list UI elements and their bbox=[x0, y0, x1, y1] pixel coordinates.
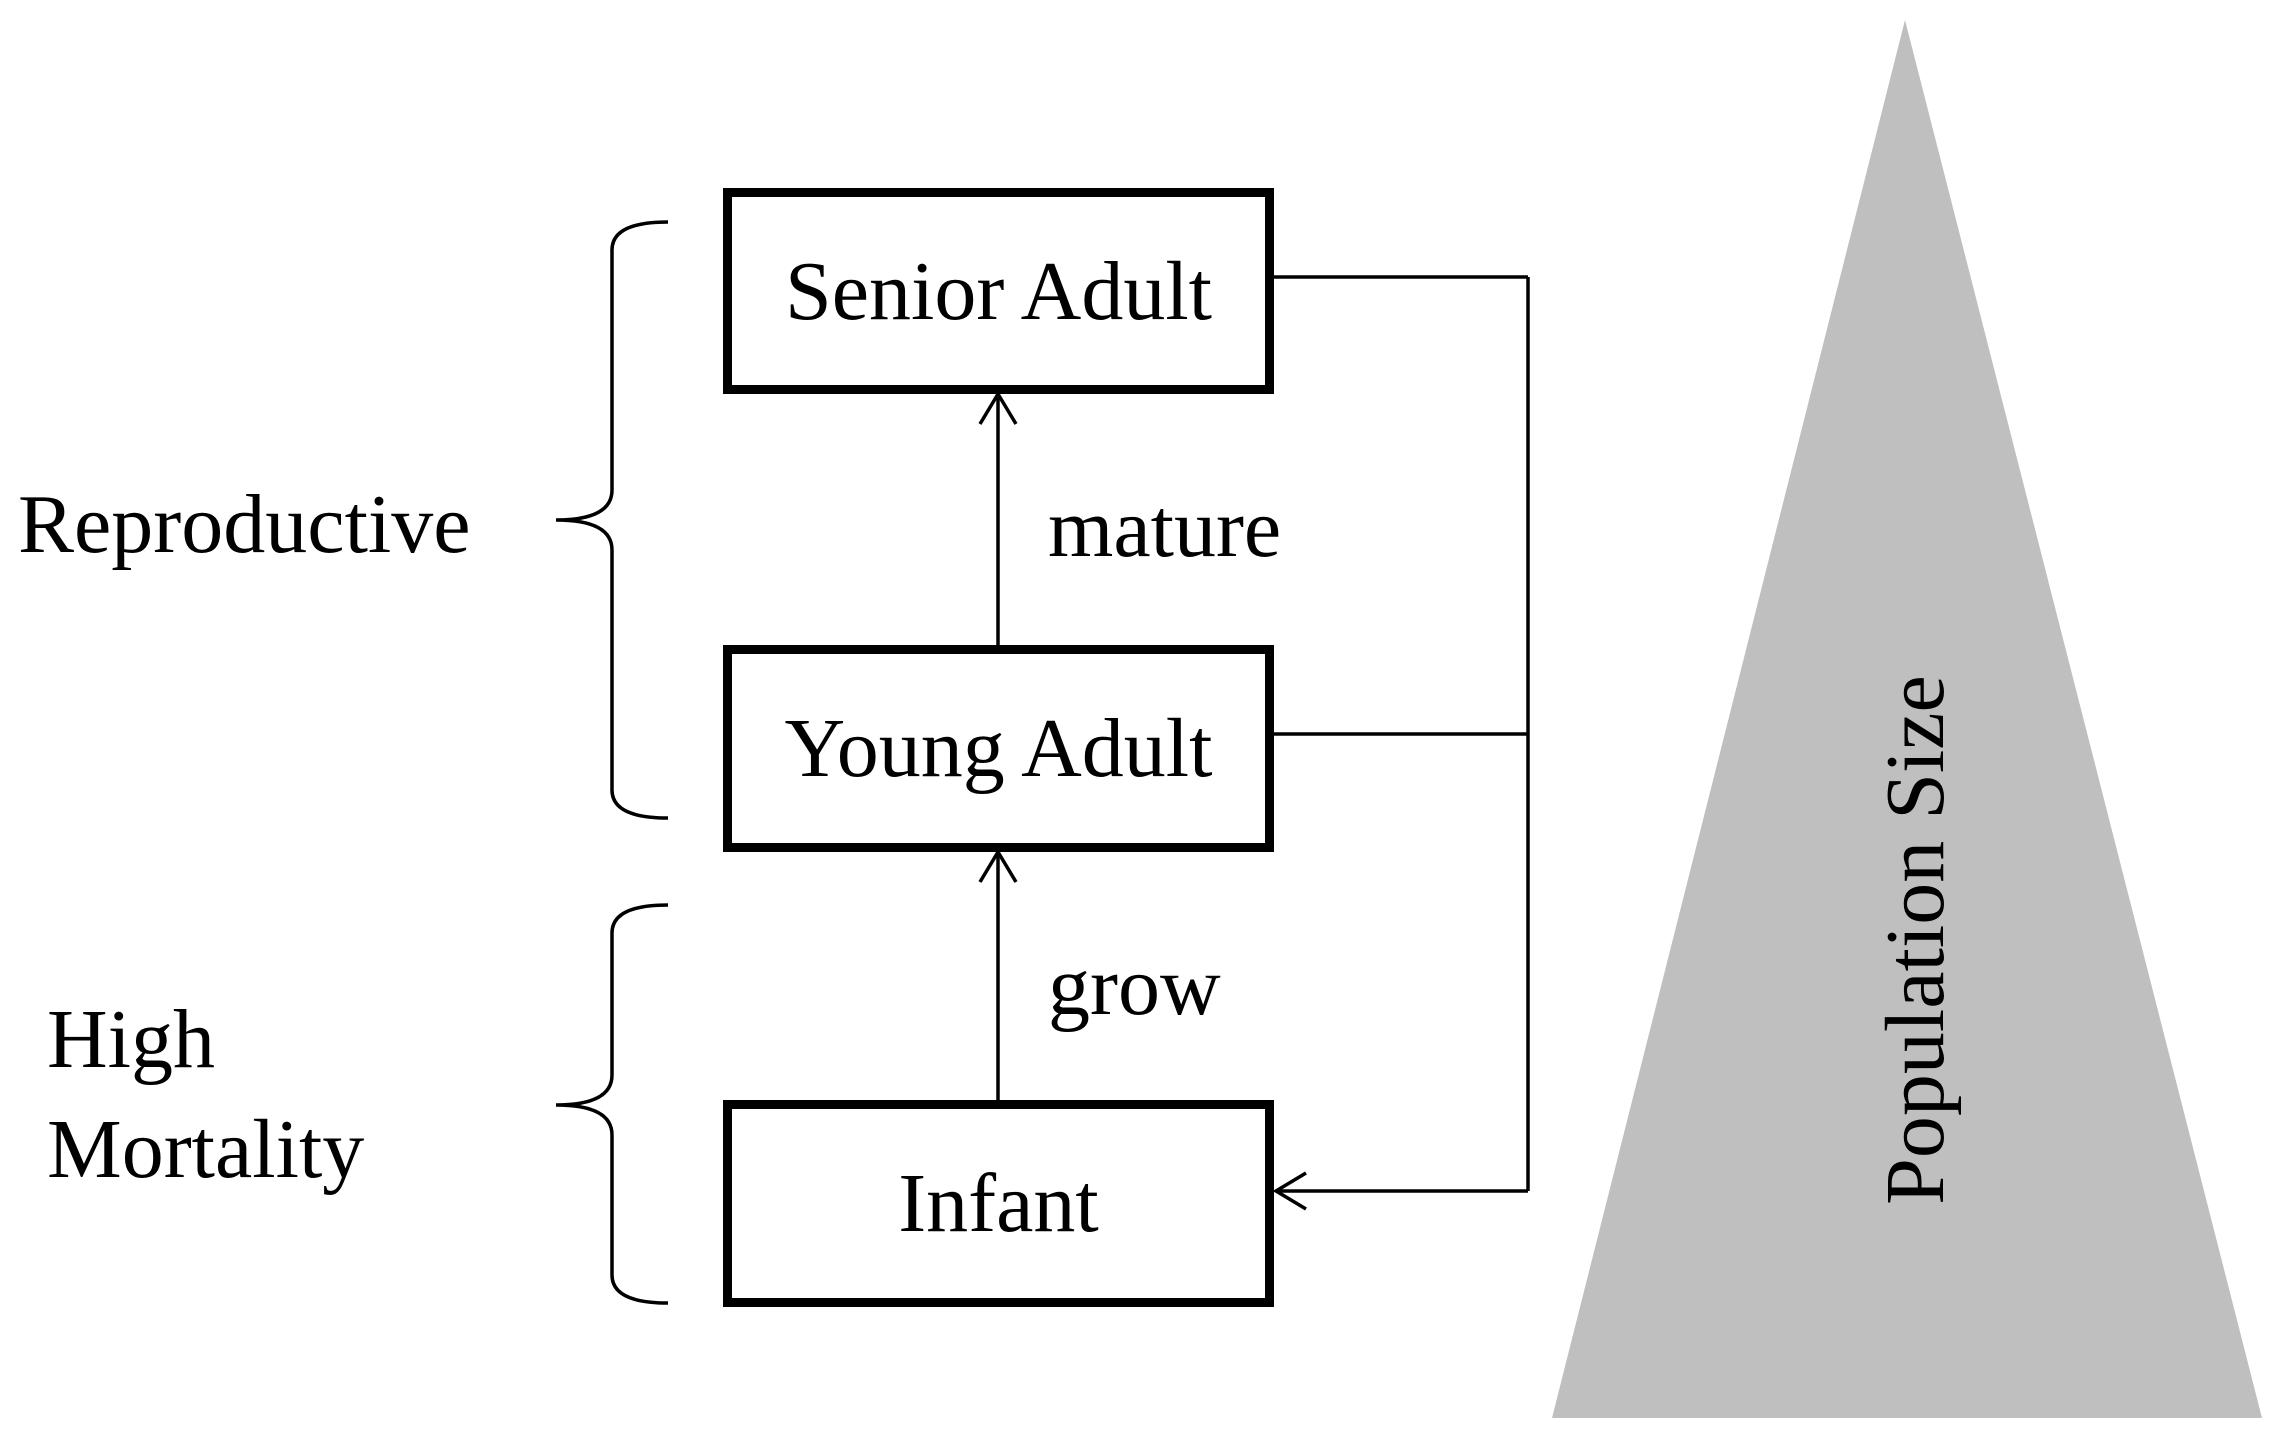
population-size-label: Population Size bbox=[1869, 675, 1962, 1205]
young-adult-box: Young Adult bbox=[723, 645, 1274, 852]
mature-label: mature bbox=[1048, 482, 1282, 575]
young-adult-label: Young Adult bbox=[784, 702, 1213, 795]
reproductive-label: Reproductive bbox=[18, 478, 471, 571]
infant-box: Infant bbox=[723, 1100, 1274, 1307]
reproductive-brace bbox=[555, 220, 669, 820]
high-mortality-label: High Mortality bbox=[47, 985, 364, 1205]
senior-adult-label: Senior Adult bbox=[784, 244, 1212, 338]
grow-arrow bbox=[978, 848, 1018, 1100]
infant-label: Infant bbox=[898, 1157, 1099, 1250]
senior-adult-box: Senior Adult bbox=[723, 188, 1274, 394]
mature-arrow bbox=[978, 390, 1018, 645]
reproduction-feedback-arrow bbox=[1269, 275, 1530, 1211]
population-pyramid bbox=[1552, 20, 2262, 1418]
high-mortality-line1: High bbox=[47, 993, 215, 1086]
high-mortality-brace bbox=[555, 903, 669, 1305]
grow-label: grow bbox=[1048, 940, 1221, 1033]
high-mortality-line2: Mortality bbox=[47, 1103, 365, 1196]
